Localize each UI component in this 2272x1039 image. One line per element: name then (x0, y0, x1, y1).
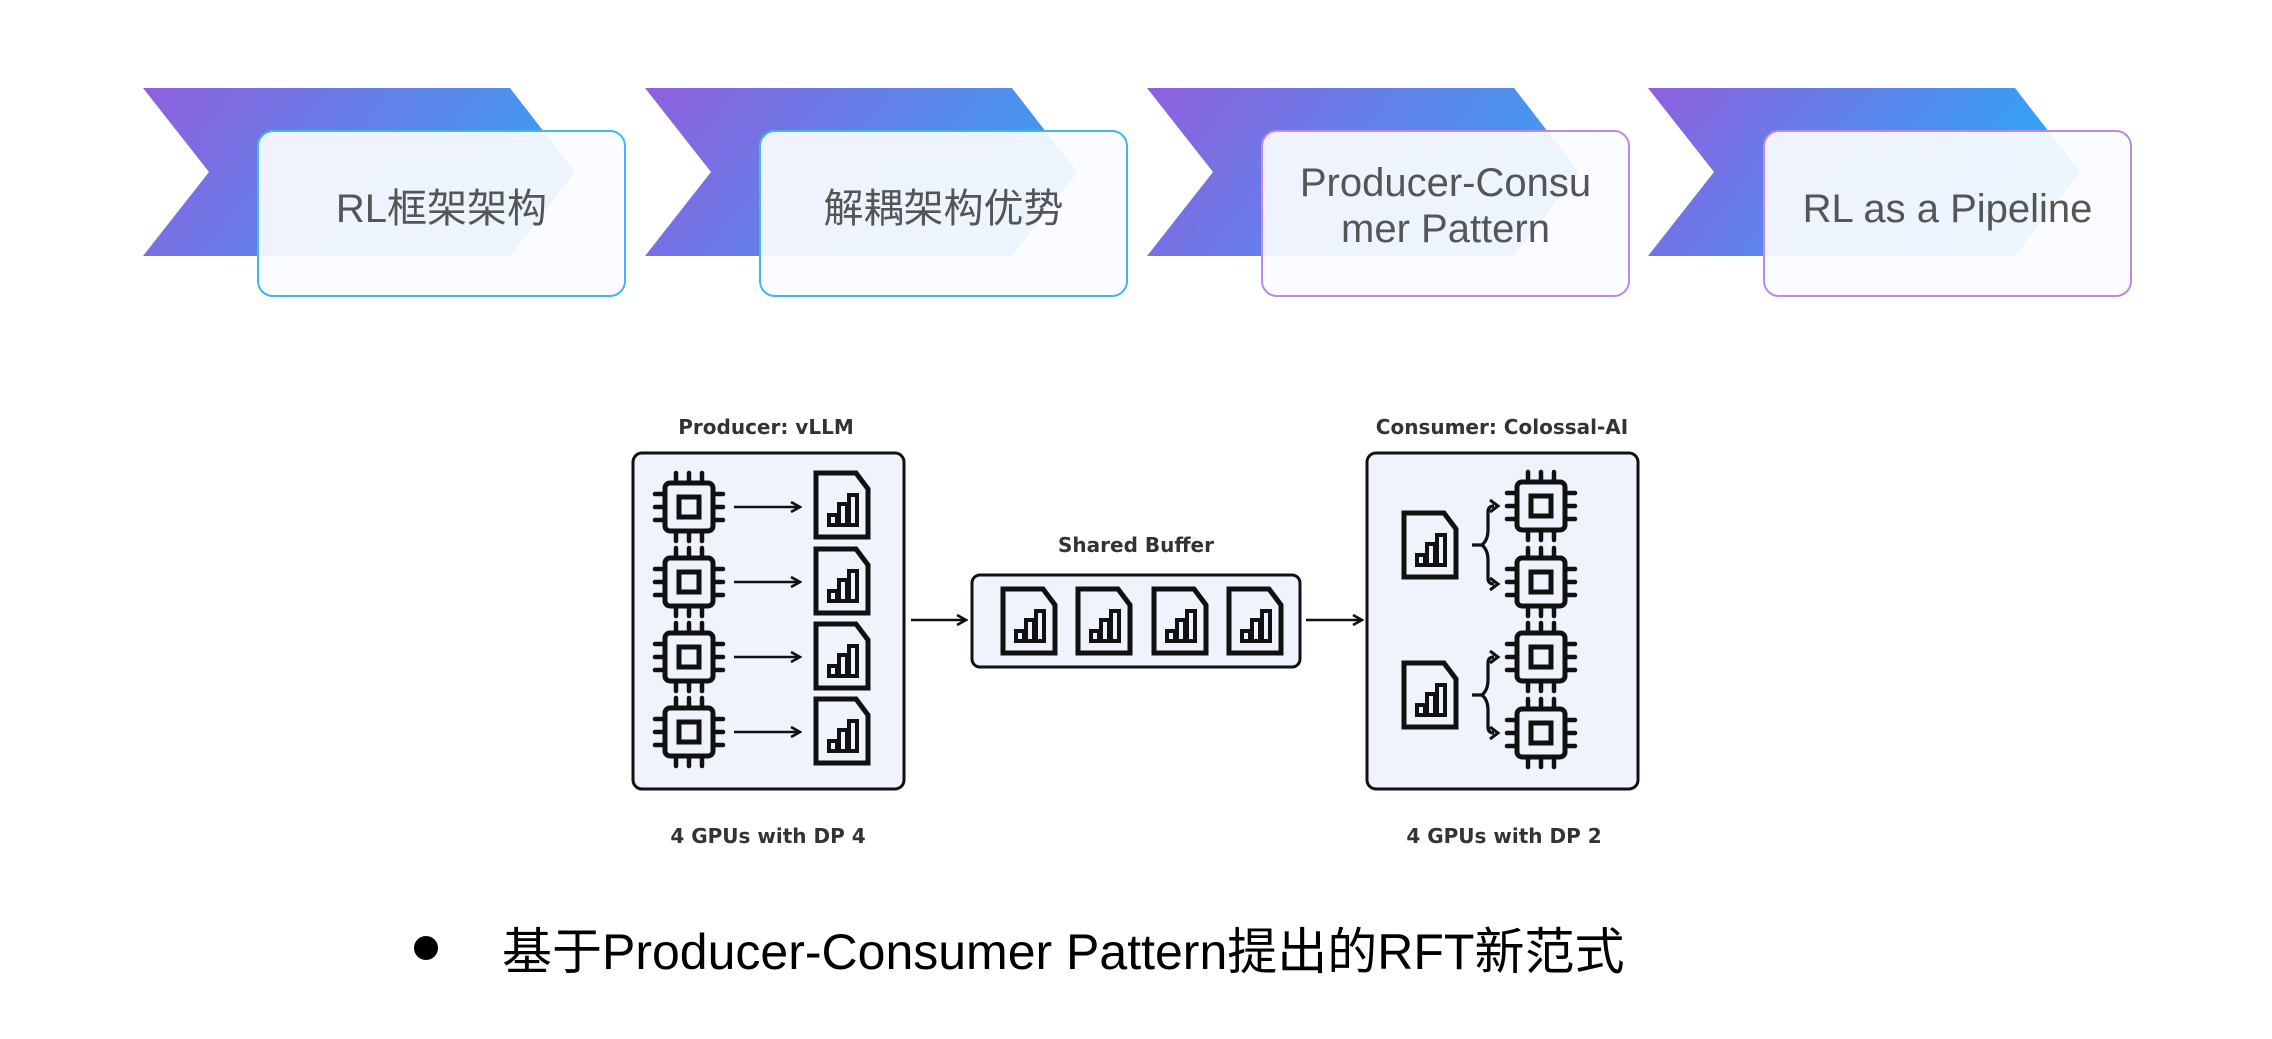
consumer-box (1365, 451, 1640, 791)
step-card-producer-consumer[interactable]: Producer-Consu mer Pattern (1261, 130, 1630, 297)
producer-row-2 (655, 548, 868, 616)
step-label: RL as a Pipeline (1802, 186, 2093, 231)
producer-box (631, 451, 906, 791)
step-card-decoupled-advantages[interactable]: 解耦架构优势 (759, 130, 1128, 297)
consumer-caption: 4 GPUs with DP 2 (1406, 824, 1601, 848)
consumer-group-1 (1404, 472, 1575, 616)
bullet-item: 基于Producer-Consumer Pattern提出的RFT新范式 (410, 912, 1624, 984)
split-brace-icon (1472, 504, 1495, 586)
shared-buffer-title: Shared Buffer (1058, 533, 1214, 557)
split-brace-icon (1472, 655, 1495, 735)
step-label: 解耦架构优势 (823, 186, 1064, 231)
step-card-rl-framework[interactable]: RL框架架构 (257, 130, 626, 297)
consumer-group-2 (1404, 623, 1575, 767)
producer-title: Producer: vLLM (678, 415, 854, 439)
step-label-line-2: mer Pattern (1341, 206, 1550, 251)
step-card-rl-pipeline[interactable]: RL as a Pipeline (1763, 130, 2132, 297)
producer-row-4 (655, 698, 868, 766)
step-label: RL框架架构 (335, 186, 548, 231)
step-label-line-1: Producer-Consu (1299, 160, 1592, 205)
bullet-text: 基于Producer-Consumer Pattern提出的RFT新范式 (502, 924, 1625, 980)
producer-row-1 (655, 473, 868, 541)
consumer-title: Consumer: Colossal-AI (1376, 415, 1628, 439)
producer-row-3 (655, 623, 868, 691)
bullet-dot-icon (414, 936, 438, 960)
producer-caption: 4 GPUs with DP 4 (670, 824, 865, 848)
